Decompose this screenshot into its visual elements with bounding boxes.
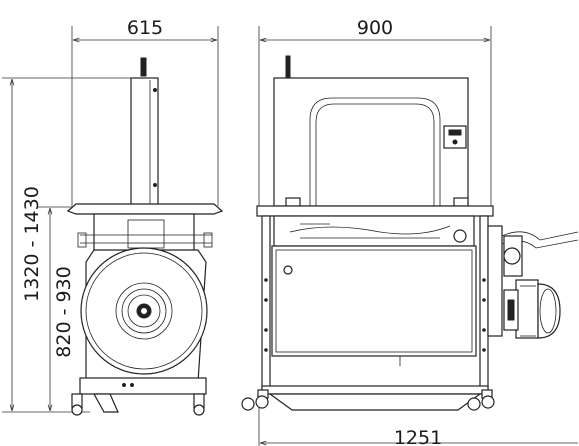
dimension-table-height: 820 - 930 — [38, 206, 80, 411]
caster-wheel-front-right — [481, 395, 495, 409]
caster-wheel — [71, 404, 83, 416]
caster-wheel-front-left — [255, 395, 269, 409]
door-lock — [283, 265, 293, 275]
dimension-side-depth: 615 — [71, 17, 219, 206]
side-view — [66, 57, 224, 416]
dimension-front-width: 900 — [258, 17, 492, 206]
side-depth-label: 615 — [127, 17, 163, 39]
table-top-side — [66, 203, 224, 215]
signal-lamp — [140, 57, 147, 77]
strap-reel-front — [503, 279, 561, 339]
front-width-label: 900 — [357, 17, 393, 39]
signal-lamp-front — [285, 55, 291, 79]
table-height-label: 820 - 930 — [53, 266, 75, 357]
arch-frame-side — [130, 77, 159, 207]
overall-width-label: 1251 — [394, 427, 442, 446]
table-top-front — [256, 205, 494, 217]
front-view — [241, 55, 579, 411]
arch-frame-front — [273, 77, 469, 207]
control-panel — [443, 125, 467, 149]
total-height-label: 1320 - 1430 — [21, 186, 43, 302]
cabinet-door — [271, 245, 477, 357]
